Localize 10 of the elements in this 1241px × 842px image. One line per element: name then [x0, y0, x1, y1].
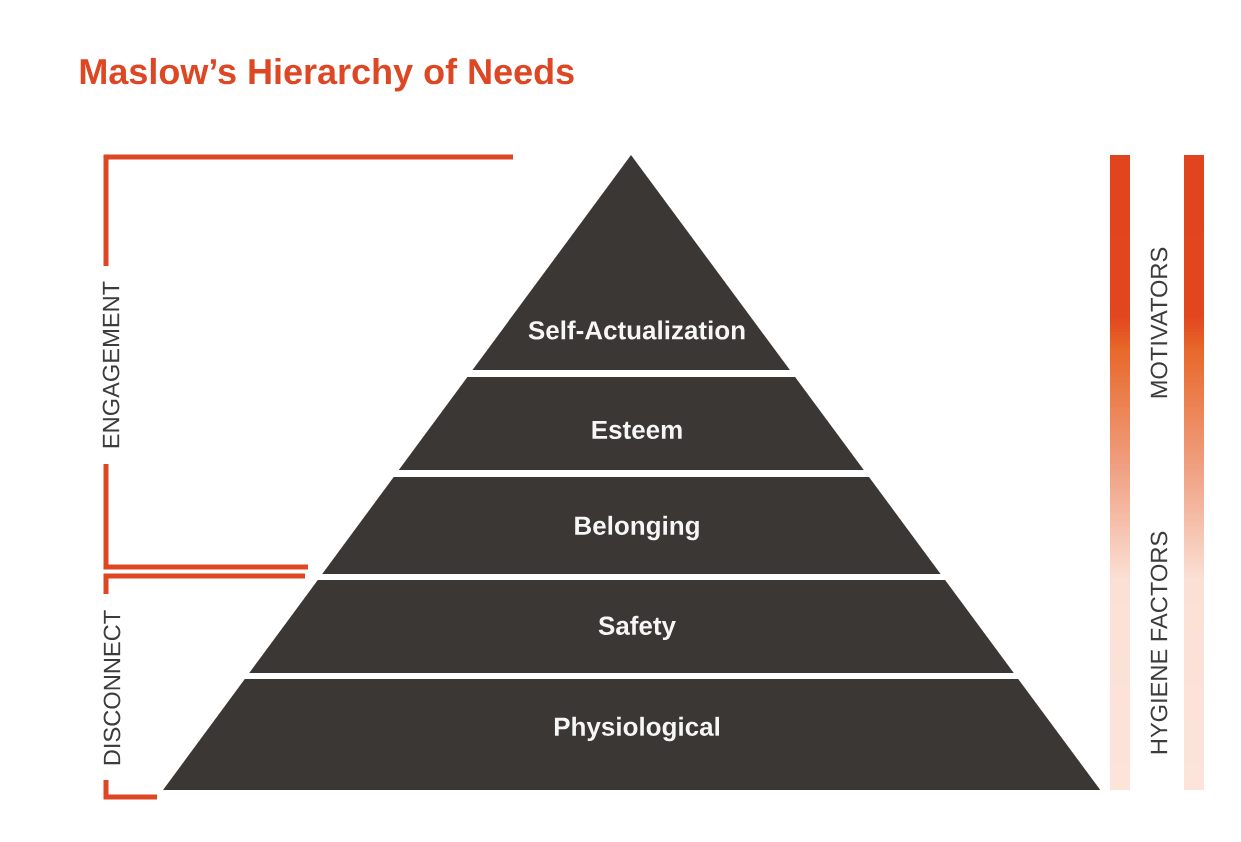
- pyramid-level: Physiological: [163, 679, 1101, 790]
- bar-label: HYGIENE FACTORS: [1150, 531, 1168, 754]
- pyramid-level: Safety: [249, 580, 1014, 673]
- title: Maslow’s Hierarchy of Needs: [80, 57, 574, 92]
- pyramid-level: Belonging: [322, 477, 941, 574]
- pyramid-level: Self-Actualization: [472, 155, 790, 370]
- bracket-label: ENGAGEMENT: [102, 281, 120, 448]
- bar-label: MOTIVATORS: [1150, 247, 1168, 398]
- bracket-label: DISCONNECT: [103, 610, 121, 765]
- pyramid-level: Esteem: [398, 377, 864, 470]
